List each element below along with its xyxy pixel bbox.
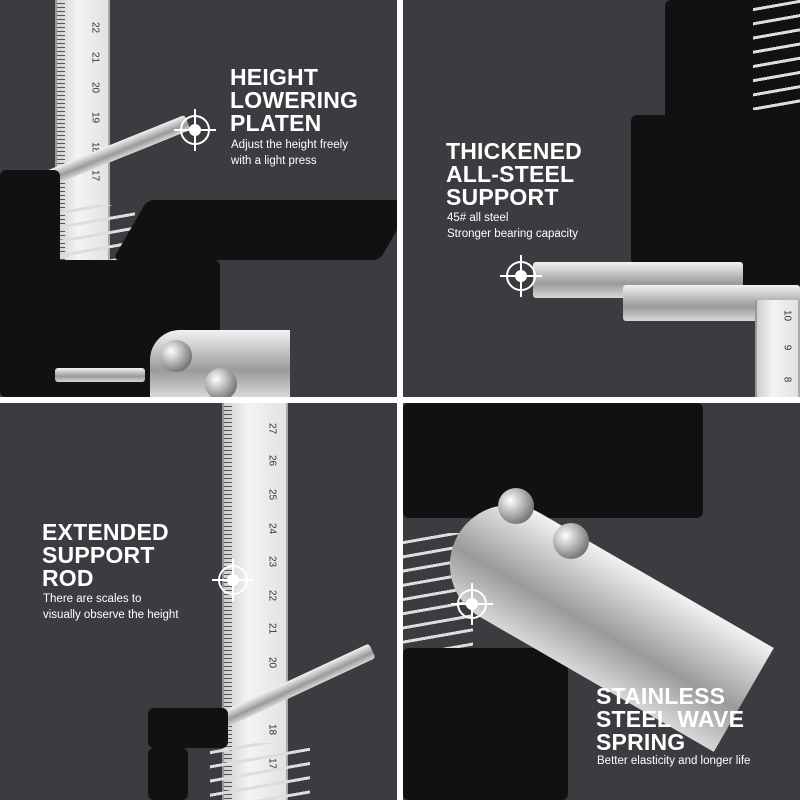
- feature-description: There are scales to: [43, 593, 142, 605]
- ruler-number: 22: [266, 589, 278, 602]
- ruler-number: 10: [781, 309, 793, 322]
- crosshair-target-icon: [506, 261, 536, 291]
- crosshair-target-icon: [180, 115, 210, 145]
- feature-title: THICKENED: [446, 138, 582, 164]
- feature-description: Better elasticity and longer life: [597, 755, 751, 767]
- feature-title: STAINLESS: [596, 683, 726, 709]
- crosshair-target-icon: [218, 565, 248, 595]
- feature-title: EXTENDED: [42, 519, 169, 545]
- panel-thickened-all-steel-support: 10 9 8 THICKENED ALL-STEEL SUPPORT 45# a…: [403, 0, 800, 397]
- feature-title: LOWERING: [230, 87, 359, 113]
- feature-description: with a light press: [231, 155, 317, 167]
- panel-extended-support-rod: 27 26 25 24 23 22 21 20 19 18 17 EXTENDE…: [0, 403, 397, 800]
- panel-stainless-steel-wave-spring: STAINLESS STEEL WAVE SPRING Better elast…: [403, 403, 800, 800]
- ruler-number: 23: [266, 555, 278, 568]
- ruler-number: 21: [89, 51, 101, 64]
- feature-title: PLATEN: [230, 110, 322, 136]
- ruler-number: 27: [266, 422, 278, 435]
- feature-title: ROD: [42, 565, 94, 591]
- feature-title: STEEL WAVE: [596, 706, 745, 732]
- ruler-number: 22: [89, 21, 101, 34]
- feature-description: Adjust the height freely: [231, 139, 348, 151]
- crosshair-target-icon: [457, 589, 487, 619]
- ruler-number: 8: [781, 376, 793, 383]
- scale-ruler: 10 9 8: [755, 300, 800, 397]
- feature-description: 45# all steel: [447, 212, 509, 224]
- scale-ruler: 27 26 25 24 23 22 21 20 19 18 17: [222, 403, 288, 800]
- ruler-number: 20: [266, 656, 278, 669]
- ruler-number: 21: [266, 622, 278, 635]
- feature-title: SPRING: [596, 729, 686, 755]
- feature-description: Stronger bearing capacity: [447, 228, 579, 240]
- feature-title: ALL-STEEL: [446, 161, 575, 187]
- ruler-number: 20: [89, 81, 101, 94]
- panel-height-lowering-platen: 22 21 20 19 18 17 HEIGHT LOWERING PLATEN…: [0, 0, 397, 397]
- feature-title: HEIGHT: [230, 64, 319, 90]
- feature-title: SUPPORT: [446, 184, 559, 210]
- feature-description: visually observe the height: [43, 609, 179, 621]
- feature-title: SUPPORT: [42, 542, 155, 568]
- ruler-number: 26: [266, 454, 278, 467]
- ruler-number: 24: [266, 522, 278, 535]
- ruler-number: 9: [781, 344, 793, 351]
- ruler-number: 25: [266, 488, 278, 501]
- ruler-number: 18: [266, 723, 278, 736]
- ruler-number: 19: [89, 111, 101, 124]
